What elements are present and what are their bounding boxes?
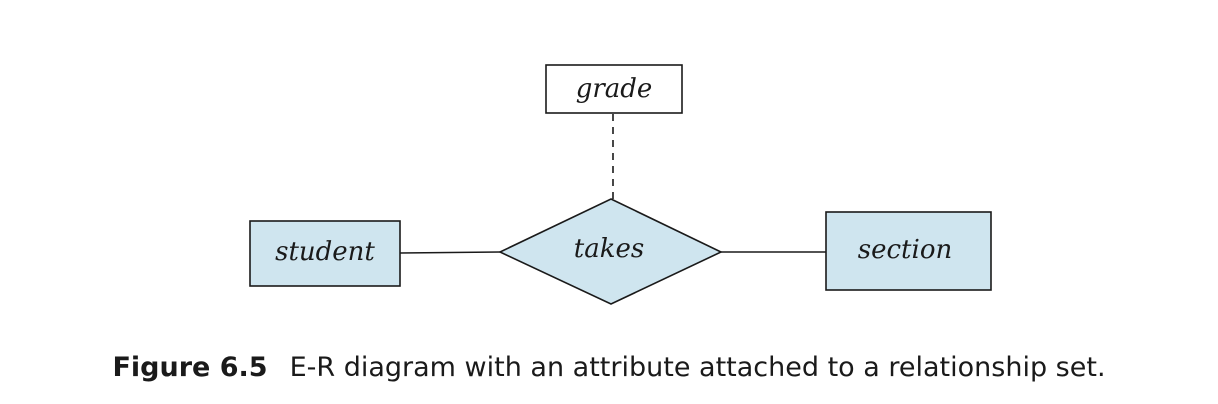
entity-student-box — [249, 220, 401, 287]
entity-section-box — [825, 211, 992, 291]
entity-section-label: section — [858, 235, 952, 265]
attribute-grade-label: grade — [576, 74, 653, 104]
er-diagram: grade student takes section — [249, 64, 992, 305]
figure-caption: Figure 6.5 E-R diagram with an attribute … — [0, 352, 1218, 383]
entity-student-label: student — [275, 237, 375, 267]
figure-number: Figure 6.5 — [112, 352, 268, 383]
relationship-takes-diamond — [498, 198, 723, 305]
relationship-takes-label: takes — [574, 234, 644, 264]
caption-text: E-R diagram with an attribute attached t… — [289, 352, 1106, 383]
attribute-grade-box — [545, 64, 683, 114]
link-student-takes — [399, 251, 501, 254]
